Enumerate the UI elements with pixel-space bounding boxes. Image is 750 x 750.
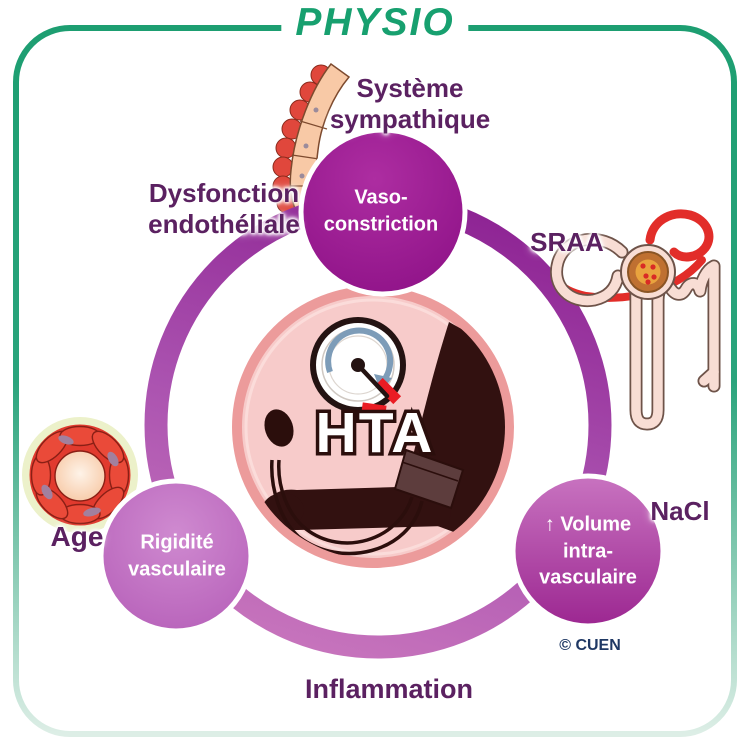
node-rigidite-label: Rigidité vasculaire [128, 530, 226, 583]
node-line: Vaso- [354, 186, 408, 209]
label-line: Dysfonction [148, 178, 300, 208]
vessel-cross-section-icon [22, 417, 138, 533]
node-line: intra- [562, 539, 613, 562]
node-vasoconstriction-circle [298, 127, 468, 297]
nephron-icon [550, 209, 721, 431]
node-vasoconstriction-label: Vaso- constriction [324, 185, 438, 238]
hta-center: HTA [232, 286, 514, 568]
node-volume-circle [510, 473, 666, 629]
node-rigidite-circle [98, 478, 254, 634]
artery-wall-icon [272, 62, 351, 214]
blood-pressure-gauge-icon [310, 317, 406, 416]
label-dysfonction-endotheliale: Dysfonction endothéliale [148, 178, 300, 240]
node-line: ↑ Volume [544, 513, 632, 536]
label-line: sympathique [329, 104, 491, 134]
label-nacl: NaCl [650, 496, 710, 526]
label-line: endothéliale [148, 209, 300, 239]
copyright-credit: © CUEN [559, 637, 621, 654]
hta-label: HTA [316, 401, 435, 465]
label-line: Système [356, 73, 464, 103]
node-line: vasculaire [128, 558, 226, 580]
node-volume-label: ↑ Volume intra- vasculaire [539, 511, 637, 591]
node-line: constriction [323, 213, 439, 235]
label-age: Age [50, 521, 104, 552]
page-title: PHYSIO [281, 0, 469, 46]
node-line: vasculaire [539, 566, 637, 589]
label-systeme-sympathique: Système sympathique [330, 73, 490, 135]
label-inflammation: Inflammation [304, 674, 474, 704]
label-sraa: SRAA [530, 227, 604, 257]
node-line: Rigidité [140, 531, 214, 554]
